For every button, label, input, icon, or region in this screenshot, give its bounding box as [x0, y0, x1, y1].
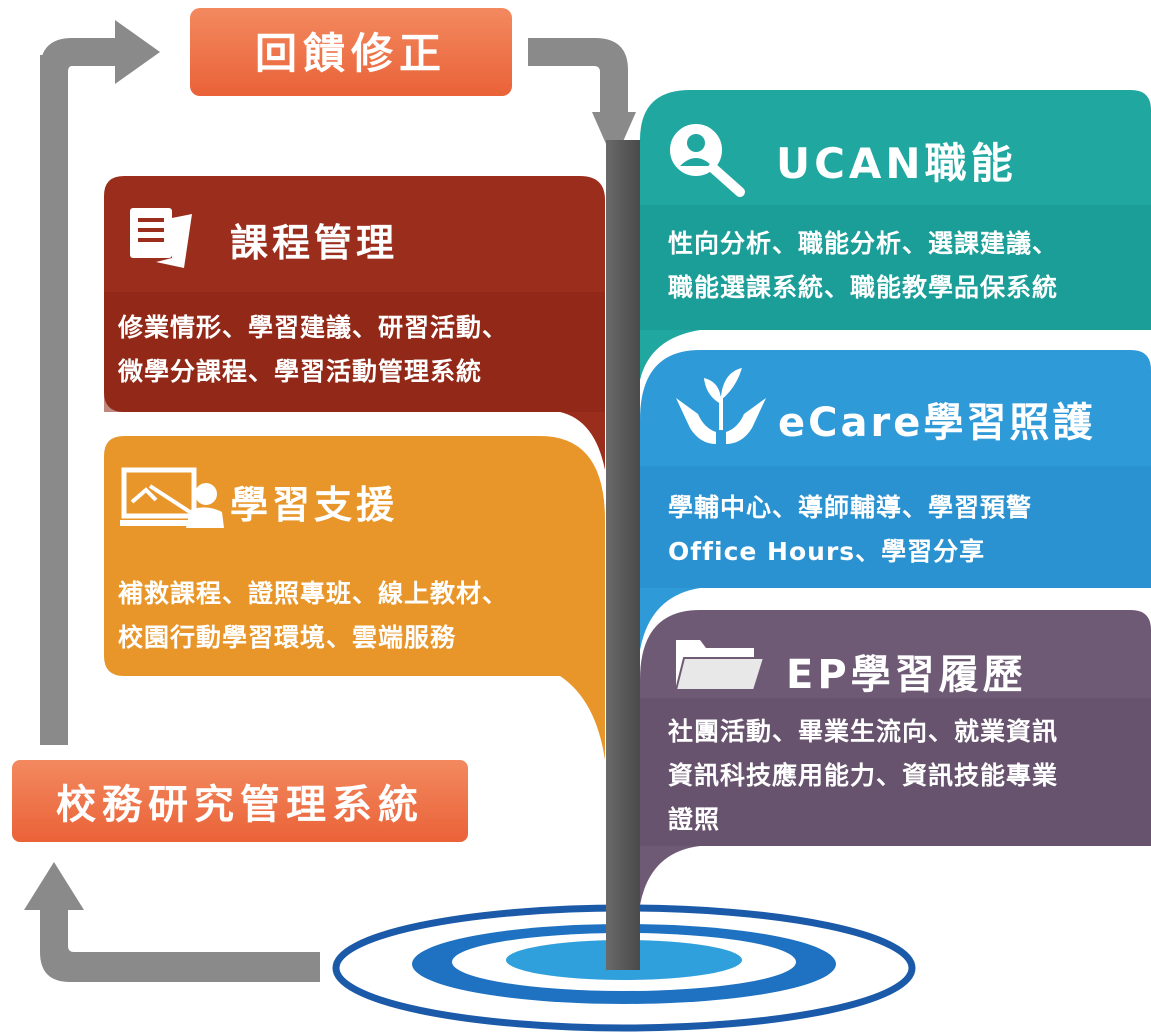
card-support-shape	[104, 436, 605, 760]
magnifier-person-icon	[670, 124, 745, 197]
ucan-line1: 性向分析、職能分析、選課建議、	[668, 229, 1059, 258]
central-pole	[606, 140, 640, 970]
card-ep-shape	[640, 610, 1151, 905]
ep-line1: 社團活動、畢業生流向、就業資訊	[668, 717, 1059, 746]
top-box-shape	[190, 8, 512, 96]
ir-management-system-label: 校務研究管理系統	[56, 782, 424, 828]
feedback-loop-arrows	[24, 20, 636, 982]
ecare-line1: 學輔中心、導師輔導、學習預警	[668, 493, 1033, 522]
course-management-line2: 微學分課程、學習活動管理系統	[118, 357, 483, 386]
card-ucan-shape	[640, 90, 1151, 380]
document-icon	[130, 208, 192, 268]
teacher-board-icon	[120, 467, 224, 528]
learning-support-line2: 校園行動學習環境、雲端服務	[118, 623, 457, 652]
hands-plant-icon	[676, 368, 766, 444]
learning-support-line1: 補救課程、證照專班、線上教材、	[118, 579, 509, 608]
ep-line3: 證照	[668, 805, 721, 834]
ecare-line2: Office Hours、學習分享	[668, 537, 986, 566]
course-management-title: 課程管理	[230, 221, 399, 265]
card-ecare-shape	[640, 350, 1151, 650]
course-management-line1: 修業情形、學習建議、研習活動、	[118, 313, 509, 342]
ep-title: EP學習履歷	[786, 652, 1027, 698]
ucan-title: UCAN職能	[776, 139, 1017, 188]
learning-support-title: 學習支援	[230, 483, 399, 527]
card-course-shape	[104, 176, 605, 470]
feedback-correction-label: 回饋修正	[254, 29, 447, 78]
bottom-box-shape	[12, 760, 468, 842]
folder-icon	[674, 640, 766, 691]
ecare-title: eCare學習照護	[778, 400, 1096, 446]
ucan-line2: 職能選課系統、職能教學品保系統	[668, 273, 1059, 302]
ep-line2: 資訊科技應用能力、資訊技能專業	[668, 761, 1059, 790]
